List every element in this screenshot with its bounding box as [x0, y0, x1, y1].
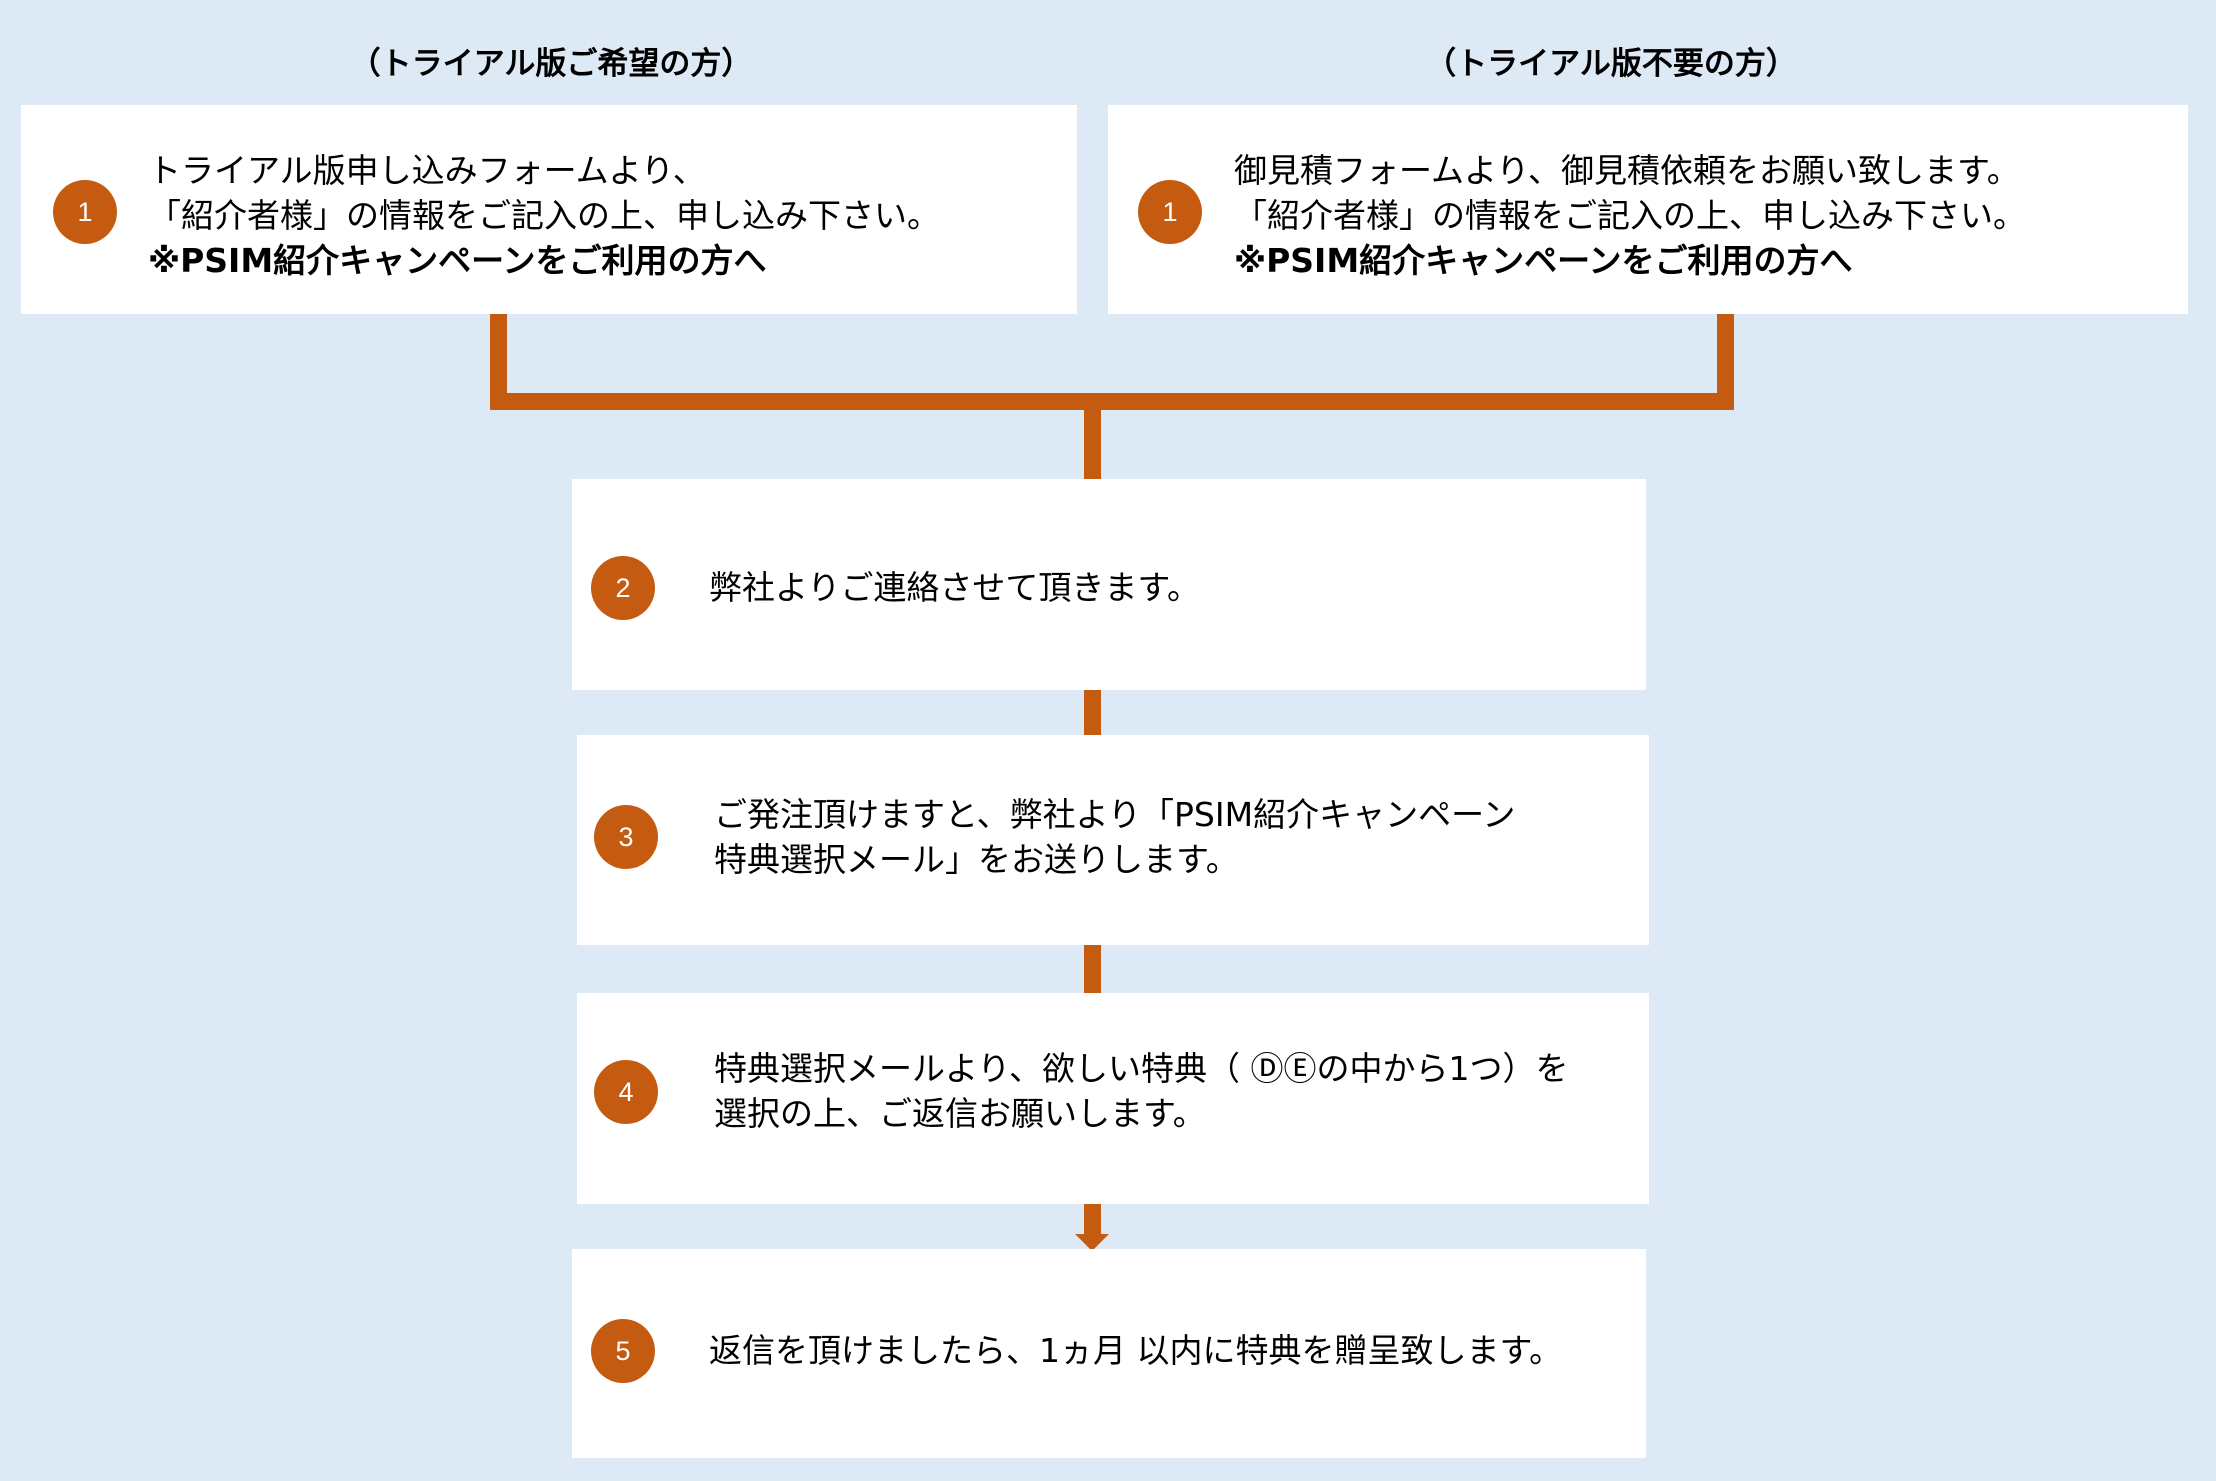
header-trial-not-needed: （トライアル版不要の方） [1425, 46, 1797, 82]
connector-line [1084, 410, 1101, 479]
connector-line [490, 393, 1734, 410]
step-number-badge: 2 [591, 556, 655, 620]
step-box-trial-form: 1 トライアル版申し込みフォームより、 「紹介者様」の情報をご記入の上、申し込み… [21, 105, 1077, 314]
step-box-select: 4 特典選択メールより、欲しい特典（ ⒹⒺの中から1つ）を 選択の上、ご返信お願… [577, 993, 1649, 1204]
connector-line [1084, 945, 1101, 993]
step-text-line: ご発注頂けますと、弊社より「PSIM紹介キャンペーン [714, 795, 1516, 834]
step-text-line: 選択の上、ご返信お願いします。 [714, 1094, 1206, 1133]
step-text-line: 特典選択メール」をお送りします。 [714, 840, 1239, 879]
step-number-badge: 5 [591, 1319, 655, 1383]
step-text-line: トライアル版申し込みフォームより、 [148, 151, 706, 190]
campaign-note: ※PSIM紹介キャンペーンをご利用の方へ [148, 241, 767, 280]
step-text-line: 弊社よりご連絡させて頂きます。 [709, 568, 1201, 607]
step-box-gift: 5 返信を頂けましたら、1ヵ月 以内に特典を贈呈致します。 [572, 1249, 1646, 1458]
step-text: 弊社よりご連絡させて頂きます。 [709, 565, 1200, 610]
step-text: 返信を頂けましたら、1ヵ月 以内に特典を贈呈致します。 [709, 1328, 1562, 1373]
step-text: 御見積フォームより、御見積依頼をお願い致します。 「紹介者様」の情報をご記入の上… [1234, 148, 2026, 283]
arrow-head [1075, 1234, 1109, 1251]
step-text-line: 特典選択メールより、欲しい特典（ ⒹⒺの中から1つ）を [714, 1049, 1569, 1088]
step-box-quote-form: 1 御見積フォームより、御見積依頼をお願い致します。 「紹介者様」の情報をご記入… [1108, 105, 2188, 314]
step-text-line: 「紹介者様」の情報をご記入の上、申し込み下さい。 [1234, 196, 2026, 235]
connector-line [1084, 1204, 1101, 1235]
step-number-badge: 1 [53, 180, 117, 244]
step-number-badge: 4 [594, 1060, 658, 1124]
step-text-line: 御見積フォームより、御見積依頼をお願い致します。 [1234, 151, 2020, 190]
campaign-note: ※PSIM紹介キャンペーンをご利用の方へ [1234, 241, 1853, 280]
connector-line [490, 314, 507, 410]
connector-line [1084, 690, 1101, 735]
step-text-line: 返信を頂けましたら、1ヵ月 以内に特典を贈呈致します。 [709, 1331, 1563, 1370]
step-box-order: 3 ご発注頂けますと、弊社より「PSIM紹介キャンペーン 特典選択メール」をお送… [577, 735, 1649, 945]
step-number-badge: 3 [594, 805, 658, 869]
header-trial-wanted: （トライアル版ご希望の方） [349, 46, 753, 82]
connector-line [1717, 314, 1734, 410]
step-text-line: 「紹介者様」の情報をご記入の上、申し込み下さい。 [148, 196, 940, 235]
step-box-contact: 2 弊社よりご連絡させて頂きます。 [572, 479, 1646, 690]
step-text: トライアル版申し込みフォームより、 「紹介者様」の情報をご記入の上、申し込み下さ… [148, 148, 940, 283]
step-text: ご発注頂けますと、弊社より「PSIM紹介キャンペーン 特典選択メール」をお送りし… [714, 792, 1515, 882]
step-number-badge: 1 [1138, 180, 1202, 244]
step-text: 特典選択メールより、欲しい特典（ ⒹⒺの中から1つ）を 選択の上、ご返信お願いし… [714, 1046, 1569, 1136]
